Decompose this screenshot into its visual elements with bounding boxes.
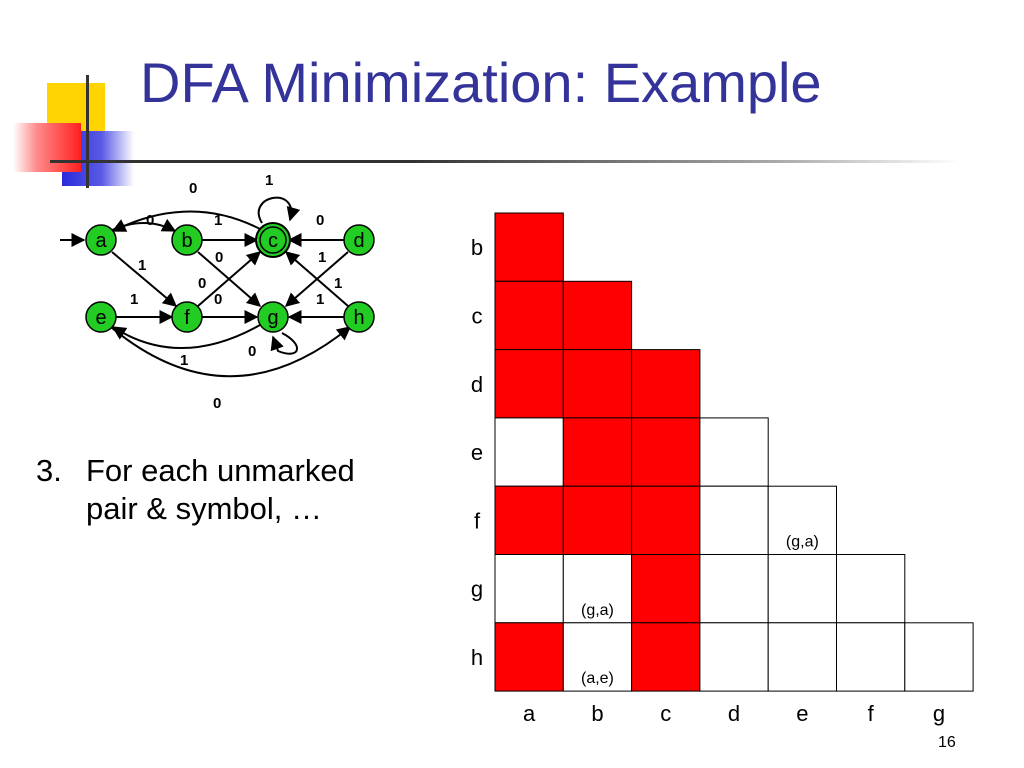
row-label-h: h — [471, 645, 483, 670]
transition-label: 0 — [189, 180, 197, 197]
table-cell-h-g — [904, 622, 974, 692]
col-label-a: a — [523, 701, 536, 726]
table-cell-h-a-marked — [494, 622, 564, 692]
table-cell-f-b-marked — [562, 485, 633, 556]
transition-label: 1 — [316, 291, 324, 308]
table-cell-e-b-marked — [562, 417, 633, 487]
svg-text:g: g — [267, 307, 278, 329]
logo-vertical-line — [86, 75, 89, 188]
distinguishability-table: b c d e f (g,a) g (g,a) h (a,e) a b c d e f g — [471, 212, 974, 726]
state-g: g — [257, 301, 289, 333]
table-cell-g-f — [836, 554, 906, 624]
table-cell-g-c-marked — [631, 554, 701, 624]
state-c-accepting: c — [255, 222, 291, 258]
transition-label: 0 — [316, 212, 324, 229]
col-label-b: b — [591, 701, 603, 726]
dfa-diagram: 0 1 0 1 0 1 0 1 0 1 1 0 1 0 0 1 0 a b c — [60, 172, 375, 412]
row-label-d: d — [471, 372, 483, 397]
row-label-e: e — [471, 440, 483, 465]
transition-label: 0 — [215, 249, 223, 266]
transition-label: 1 — [265, 172, 273, 189]
edge-h-c — [284, 251, 349, 307]
edge-g-e — [111, 324, 261, 349]
table-cell-f-a-marked — [494, 485, 564, 556]
col-label-e: e — [796, 701, 808, 726]
transition-label: 0 — [214, 291, 222, 308]
state-e: e — [85, 301, 117, 333]
table-cell-f-e — [767, 485, 838, 556]
table-cell-h-c-marked — [631, 622, 701, 692]
bullet-text-line2: pair & symbol, … — [86, 491, 323, 526]
edge-c-c — [257, 196, 301, 224]
table-cell-g-a — [494, 554, 564, 624]
transition-label: 1 — [130, 291, 138, 308]
transition-label: 1 — [334, 275, 342, 292]
table-cell-c-b-marked — [562, 280, 633, 351]
edge-c-a — [111, 210, 261, 232]
row-label-g: g — [471, 577, 483, 602]
table-cell-h-d — [699, 622, 769, 692]
transition-label: 1 — [180, 352, 188, 369]
edge-e-h — [111, 326, 352, 378]
row-label-f: f — [474, 508, 481, 533]
col-label-d: d — [728, 701, 740, 726]
table-cell-d-b-marked — [562, 349, 633, 419]
transition-label: 1 — [138, 257, 146, 274]
table-cell-e-d — [699, 417, 769, 487]
cell-annotation: (g,a) — [786, 534, 819, 551]
transition-label: 0 — [248, 343, 256, 360]
table-cell-h-b — [562, 622, 633, 692]
table-cell-e-c-marked — [631, 417, 701, 487]
transition-label: 0 — [198, 275, 206, 292]
transition-label: 0 — [213, 395, 221, 412]
svg-text:a: a — [95, 230, 107, 252]
bullet-point: 3. For each unmarked pair & symbol, … — [36, 452, 355, 528]
svg-text:d: d — [353, 230, 364, 252]
table-cell-f-c-marked — [631, 485, 701, 556]
edge-f-c — [197, 251, 262, 307]
transition-label: 1 — [318, 249, 326, 266]
edge-g-g — [270, 332, 299, 355]
transition-label: 1 — [214, 212, 222, 229]
logo-red-square — [13, 123, 81, 172]
svg-text:e: e — [95, 307, 106, 329]
table-cell-d-a-marked — [494, 349, 564, 419]
row-label-c: c — [472, 303, 483, 328]
col-label-c: c — [660, 701, 671, 726]
svg-text:c: c — [268, 230, 278, 252]
table-cell-c-a-marked — [494, 280, 564, 351]
slide-number: 16 — [938, 734, 956, 751]
slide-title: DFA Minimization: Example — [140, 51, 822, 114]
bullet-text-line1: For each unmarked — [86, 453, 355, 488]
cell-annotation: (g,a) — [581, 602, 614, 619]
table-cell-h-f — [836, 622, 906, 692]
svg-text:f: f — [184, 307, 190, 329]
state-a: a — [85, 224, 117, 256]
state-h: h — [343, 301, 375, 333]
svg-text:h: h — [353, 307, 364, 329]
cell-annotation: (a,e) — [581, 670, 614, 687]
transition-label: 0 — [146, 212, 154, 229]
state-f: f — [171, 301, 203, 333]
table-cell-h-e — [767, 622, 838, 692]
table-cell-g-d — [699, 554, 769, 624]
row-label-b: b — [471, 235, 483, 260]
bullet-number: 3. — [36, 453, 62, 488]
svg-text:b: b — [181, 230, 192, 252]
table-cell-e-a — [494, 417, 564, 487]
state-d: d — [343, 224, 375, 256]
title-underline — [50, 160, 960, 163]
table-cell-f-d — [699, 485, 769, 556]
table-cell-g-b — [562, 554, 633, 624]
table-cell-g-e — [767, 554, 838, 624]
col-label-f: f — [868, 701, 875, 726]
col-label-g: g — [933, 701, 945, 726]
state-b: b — [171, 224, 203, 256]
table-cell-d-c-marked — [631, 349, 701, 419]
edge-a-f — [111, 251, 178, 307]
table-cell-b-a-marked — [494, 212, 564, 282]
